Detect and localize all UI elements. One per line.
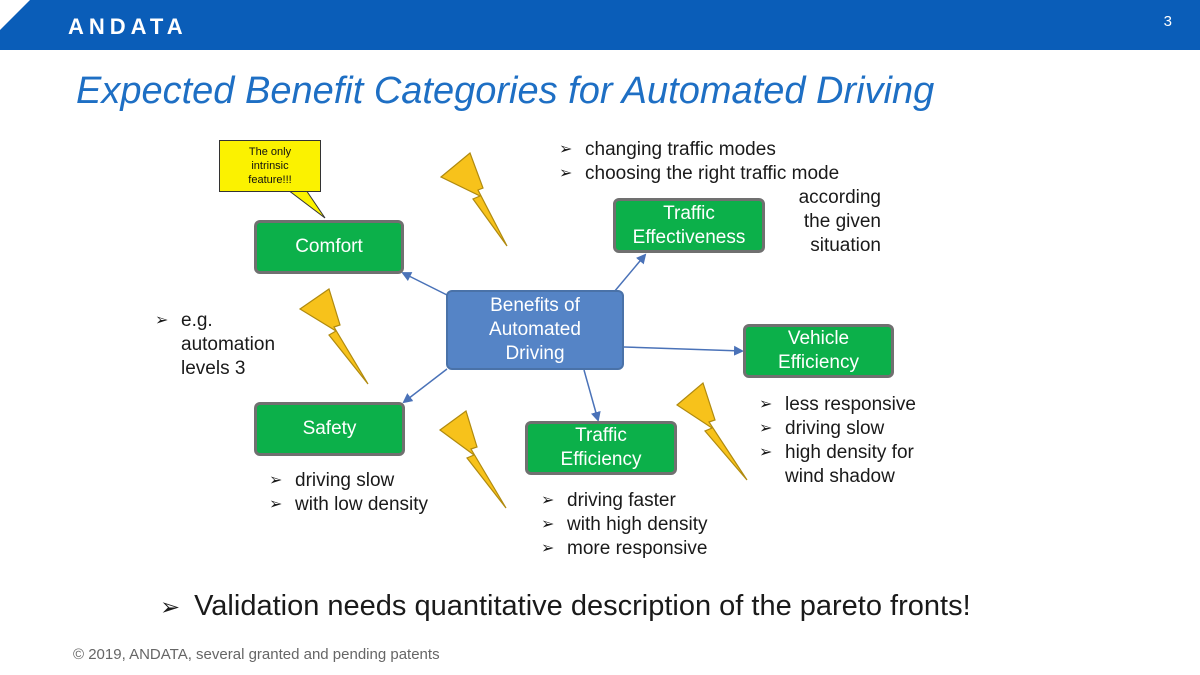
list-item: ➢less responsive <box>759 394 916 415</box>
vehicle-efficiency-bullets: ➢less responsive ➢driving slow ➢high den… <box>759 393 916 489</box>
copyright-footer: © 2019, ANDATA, several granted and pend… <box>73 646 440 663</box>
validation-statement: ➢Validation needs quantitative descripti… <box>160 590 971 622</box>
center-node-benefits: Benefits of Automated Driving <box>446 290 624 370</box>
list-item: ➢high density for <box>759 442 914 463</box>
bullet-arrow-icon: ➢ <box>759 396 773 413</box>
lightning-icon <box>438 410 507 509</box>
bullet-arrow-icon: ➢ <box>269 472 283 489</box>
page-number: 3 <box>1163 13 1172 30</box>
bullet-arrow-icon: ➢ <box>759 444 773 461</box>
lightning-icon <box>439 151 508 247</box>
node-vehicle-efficiency: Vehicle Efficiency <box>743 324 894 378</box>
header-bar: ANDATA 3 <box>0 0 1200 50</box>
list-item: levels 3 <box>181 358 246 379</box>
list-item: ➢e.g. <box>155 310 213 331</box>
bullet-arrow-icon: ➢ <box>559 141 573 158</box>
bullet-arrow-icon: ➢ <box>160 594 181 621</box>
node-comfort: Comfort <box>254 220 404 274</box>
page-title: Expected Benefit Categories for Automate… <box>76 70 935 112</box>
comfort-bullets: ➢e.g. automation levels 3 <box>155 309 275 381</box>
lightning-icon <box>298 288 369 385</box>
bullet-arrow-icon: ➢ <box>759 420 773 437</box>
safety-bullets: ➢driving slow ➢with low density <box>269 469 428 517</box>
node-traffic-efficiency: Traffic Efficiency <box>525 421 677 475</box>
list-item: ➢with low density <box>269 494 429 515</box>
arrow-to-traffic-effectiveness <box>613 253 647 293</box>
list-item: ➢driving slow <box>269 470 395 491</box>
list-item: ➢with high density <box>541 514 708 535</box>
list-item: ➢choosing the right traffic mode <box>559 163 840 184</box>
bullet-arrow-icon: ➢ <box>269 496 283 513</box>
bullet-arrow-icon: ➢ <box>541 516 555 533</box>
node-safety: Safety <box>254 402 405 456</box>
bullet-arrow-icon: ➢ <box>541 492 555 509</box>
lightning-icon <box>675 381 748 481</box>
arrow-to-safety <box>402 368 448 404</box>
list-item: automation <box>181 334 276 355</box>
header-corner-notch <box>0 0 30 30</box>
logo: ANDATA <box>68 14 188 39</box>
list-item: ➢driving slow <box>759 418 885 439</box>
traffic-modes-continuation: according the given situation <box>798 187 881 256</box>
traffic-modes-bullets: ➢changing traffic modes ➢choosing the ri… <box>559 138 839 186</box>
arrow-to-comfort <box>401 272 448 296</box>
arrow-to-vehicle-efficiency <box>623 345 744 356</box>
bullet-arrow-icon: ➢ <box>155 312 169 329</box>
traffic-efficiency-bullets: ➢driving faster ➢with high density ➢more… <box>541 489 707 561</box>
arrow-to-traffic-efficiency <box>583 369 601 422</box>
list-item: ➢changing traffic modes <box>559 139 776 160</box>
list-item: ➢driving faster <box>541 490 676 511</box>
intrinsic-feature-callout: The only intrinsic feature!!! <box>219 140 321 192</box>
bullet-arrow-icon: ➢ <box>541 540 555 557</box>
list-item: wind shadow <box>785 466 895 487</box>
list-item: ➢more responsive <box>541 538 708 559</box>
bullet-arrow-icon: ➢ <box>559 165 573 182</box>
node-traffic-effectiveness: Traffic Effectiveness <box>613 198 765 253</box>
callout-pointer <box>286 189 326 219</box>
